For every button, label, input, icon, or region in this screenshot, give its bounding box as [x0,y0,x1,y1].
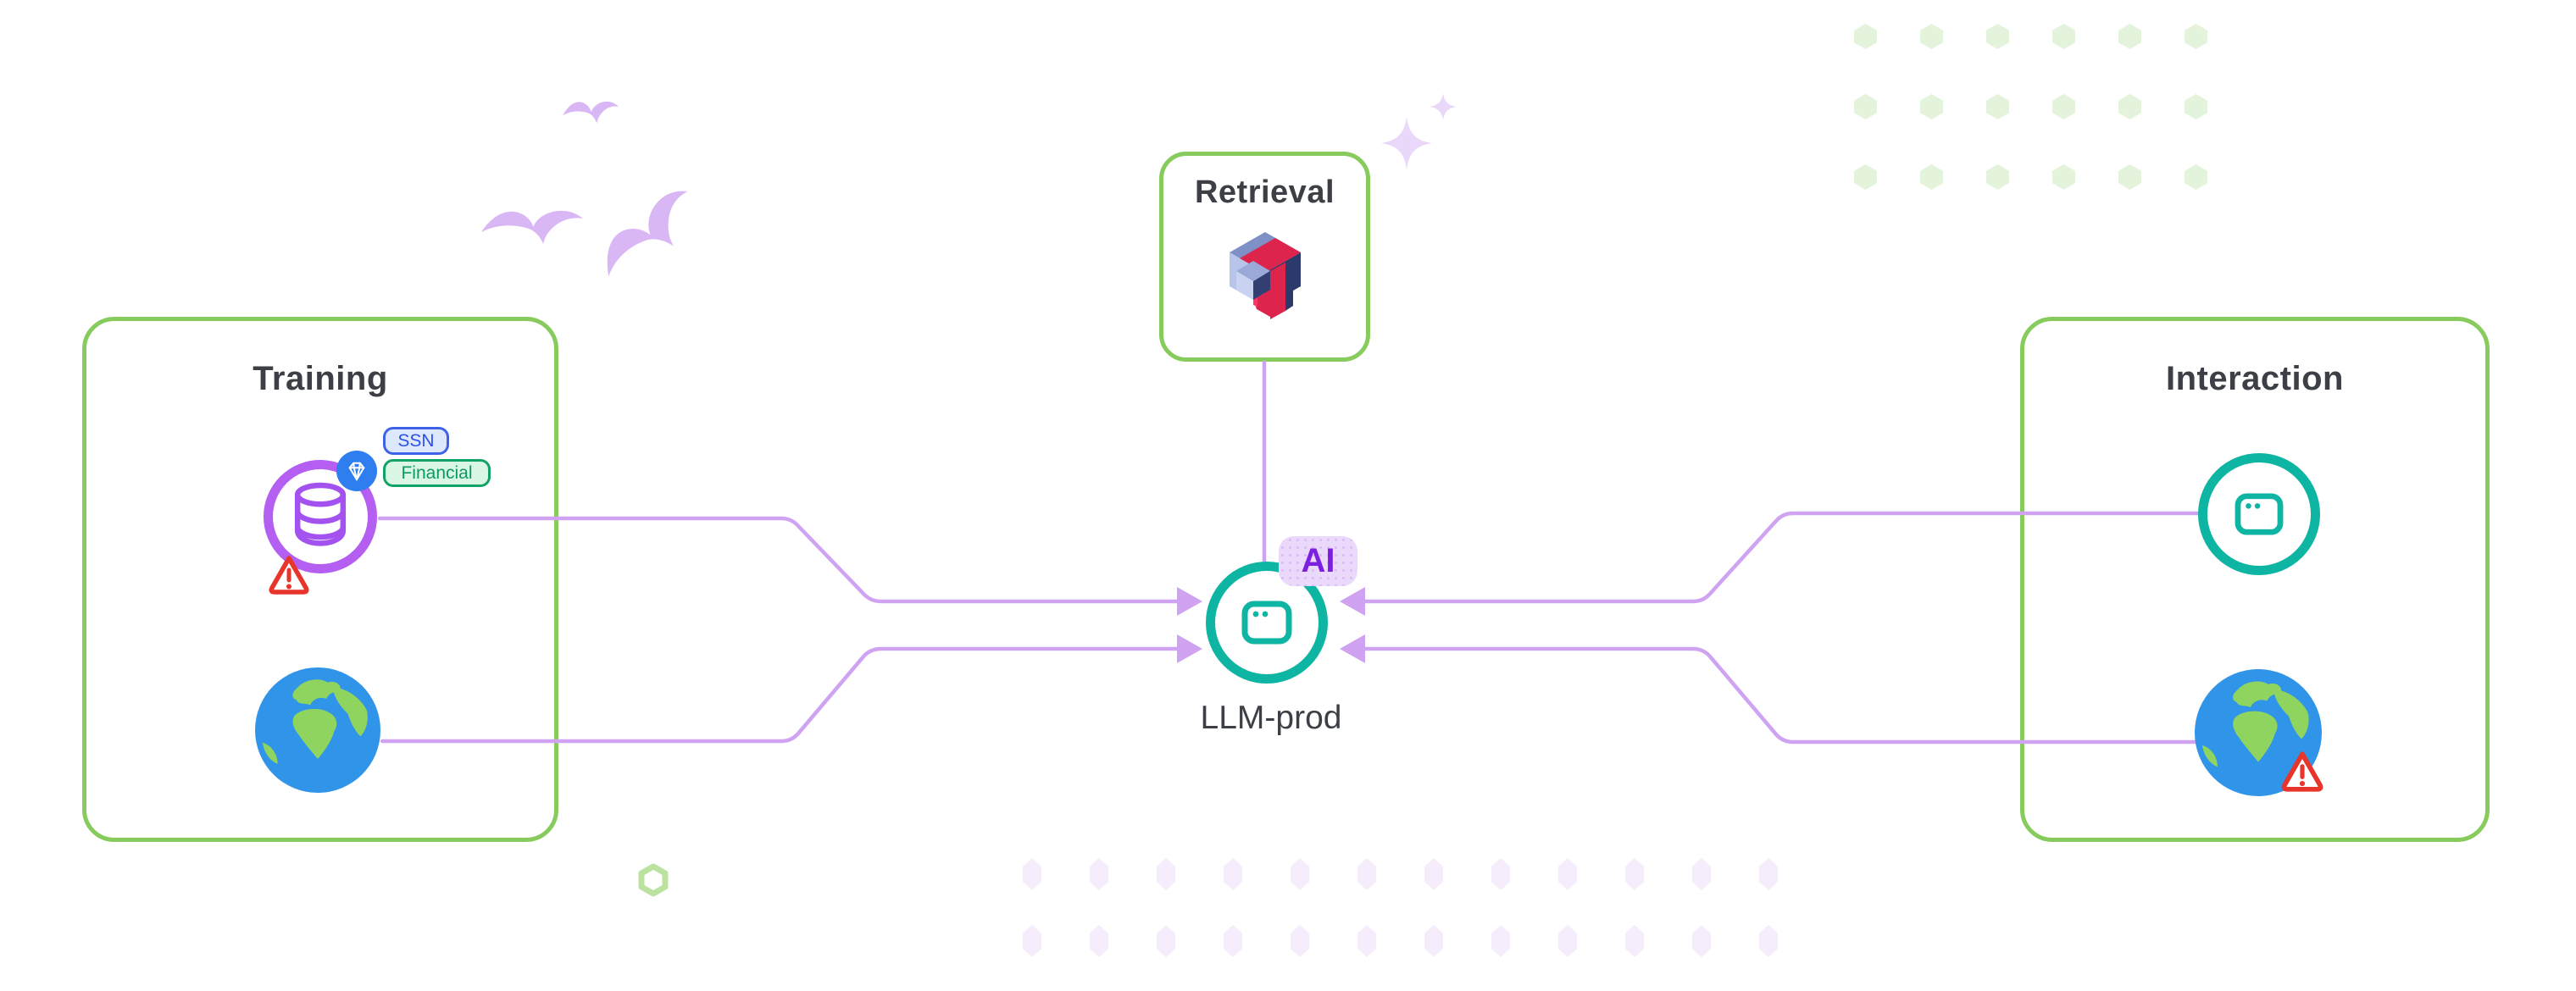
interaction-app-node [2198,453,2320,575]
arrowhead-icon [1340,634,1365,663]
hexagon-dot [1157,925,1175,957]
arrowhead-icon [1177,587,1202,616]
hexagon-dot [1224,925,1242,957]
retrieval-box: Retrieval [1159,152,1370,362]
warning-icon [269,556,309,595]
retrieval-title: Retrieval [1194,174,1335,210]
hexagon-dot [1291,925,1309,957]
hexagon-dot [1759,925,1778,957]
arrowhead-icon [1340,587,1365,616]
tag-financial: Financial [383,459,491,487]
app-window-icon [2235,493,2284,535]
bird-icon [563,101,619,124]
sparkle-icon [1381,117,1432,169]
hexagon-dot [1920,24,1943,49]
hexagon-dot [1692,925,1711,957]
hexagon-dot [2052,24,2075,49]
gem-badge [336,451,377,491]
app-window-icon [1241,601,1292,645]
hexagon-dot [2118,94,2141,119]
bird-icon [591,183,709,290]
hexagon-dot [1854,164,1877,190]
hexagon-dot [2052,94,2075,119]
hexagon-dot [2118,164,2141,190]
tag-ssn-label: SSN [397,430,435,451]
training-title: Training [253,360,388,397]
arrowhead-icon [1177,634,1202,663]
sparkles-decoration [1381,93,1457,169]
tag-ssn: SSN [383,427,449,455]
hexagon-dot [1854,94,1877,119]
hexagon-dot [1090,925,1108,957]
hexagon-dot [1986,94,2009,119]
hexagon-dot [2052,164,2075,190]
hexagon-dot [1625,925,1644,957]
hexagon-dot [1224,858,1242,890]
hexagon-dot [1090,858,1108,890]
bird-icon [481,210,583,244]
ai-badge: AI [1279,536,1357,586]
hexagon-dot [1558,858,1577,890]
hexagon-dot [1986,164,2009,190]
hexagon-dot [1920,164,1943,190]
hexagon-dot [1357,858,1376,890]
hexagon-dot [1424,858,1443,890]
ai-badge-label: AI [1301,542,1335,579]
hexagon-dot [1357,925,1376,957]
hexagon-dot [1692,858,1711,890]
hexagon-dot [2185,24,2207,49]
llm-node-label: LLM-prod [1200,700,1342,736]
hexagon-dot [2185,94,2207,119]
hexagon-dot [1759,858,1778,890]
hexagon-ring-decoration [638,863,669,897]
interaction-title: Interaction [2166,360,2344,397]
database-icon [294,482,347,546]
hexagon-dot [1491,858,1510,890]
hexagon-dot [1291,858,1309,890]
hexagon-dot [1920,94,1943,119]
hexagon-dot [2185,164,2207,190]
hexagon-dot [1625,858,1644,890]
hexagon-dot [1558,925,1577,957]
hexagon-dot [2118,24,2141,49]
hexagon-dot [1986,24,2009,49]
sparkle-icon [1430,93,1457,120]
gem-diamond-icon [348,462,365,481]
training-globe-icon [255,667,380,793]
hexagon-dot [1157,858,1175,890]
tag-financial-label: Financial [401,462,473,483]
birds-decoration [481,101,709,290]
hexagon-dot [1491,925,1510,957]
warning-icon [2281,751,2323,792]
hexagon-dot [1023,925,1041,957]
qdrant-logo [1230,232,1301,319]
hexagon-dot [1424,925,1443,957]
hexagon-dot [1854,24,1877,49]
interaction-globe-icon [2195,669,2322,796]
hexagon-dot [1023,858,1041,890]
